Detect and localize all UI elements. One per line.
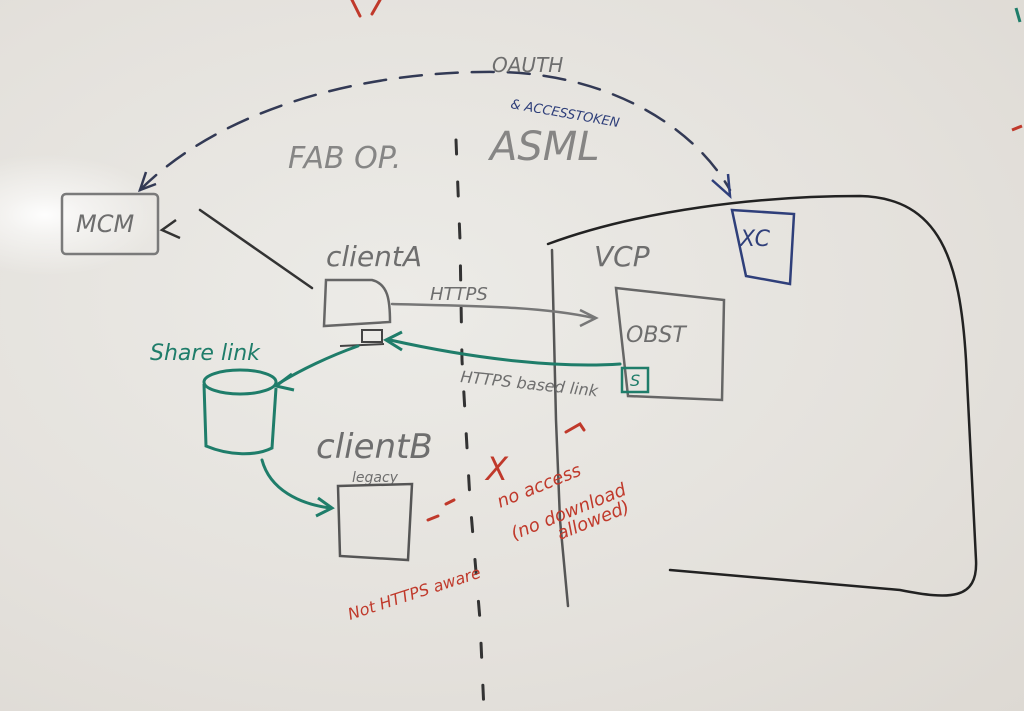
fab-op-label: FAB OP. — [288, 141, 401, 176]
mcm-box — [60, 192, 160, 256]
vcp-left-wall — [550, 248, 570, 608]
share-link-arrow — [388, 338, 622, 367]
cylinder-in-arrowhead — [272, 372, 295, 392]
xc-box — [730, 208, 796, 286]
vcp-region — [546, 194, 978, 597]
cylinder-in-arrow — [276, 344, 360, 386]
asml-label: ASML — [487, 124, 600, 170]
share-link-label: Share link — [150, 341, 261, 366]
oauth-label: OAUTH — [492, 53, 563, 77]
xc-label: XC — [739, 227, 771, 252]
cylinder-top — [202, 368, 278, 396]
https-arrow — [390, 302, 596, 320]
not-https-aware-label: Not HTTPS aware — [345, 563, 483, 624]
share-link-arrowhead — [382, 330, 403, 352]
red-arrow-small — [564, 422, 586, 434]
legacy-label: legacy — [352, 470, 399, 486]
cylinder-body — [202, 383, 278, 456]
obst-label: OBST — [626, 323, 687, 348]
client-a-device — [361, 329, 383, 343]
client-a-device-base — [339, 343, 385, 347]
green-edge-mark — [1014, 7, 1022, 23]
client-a-label: clientA — [326, 240, 422, 273]
mcm-client-line — [198, 208, 314, 290]
mcm-arrowhead — [159, 218, 181, 240]
s-badge-label: S — [630, 371, 640, 390]
red-edge-mark — [1011, 124, 1023, 132]
client-b-box — [336, 482, 414, 562]
s-badge — [620, 366, 650, 394]
x-mark: X — [484, 450, 509, 488]
obst-box — [614, 286, 726, 402]
https-label: HTTPS — [430, 284, 488, 305]
vertical-dashed-divider — [454, 138, 486, 711]
https-arrowhead — [579, 308, 599, 328]
cylinder-out-arrowhead — [315, 496, 335, 518]
vcp-label: VCP — [594, 240, 650, 273]
red-stroke-fragment — [350, 0, 382, 18]
dashed-arc-mcm-xc — [138, 70, 732, 192]
https-based-link-label: HTTPS based link — [460, 367, 600, 400]
cylinder-out-arrow — [260, 458, 332, 510]
client-a-box — [322, 278, 392, 328]
arc-arrowhead-right — [711, 173, 732, 200]
red-dash-left — [426, 498, 456, 522]
arc-arrowhead-left — [137, 171, 157, 193]
mcm-label: MCM — [76, 210, 134, 238]
client-b-label: clientB — [316, 427, 433, 467]
